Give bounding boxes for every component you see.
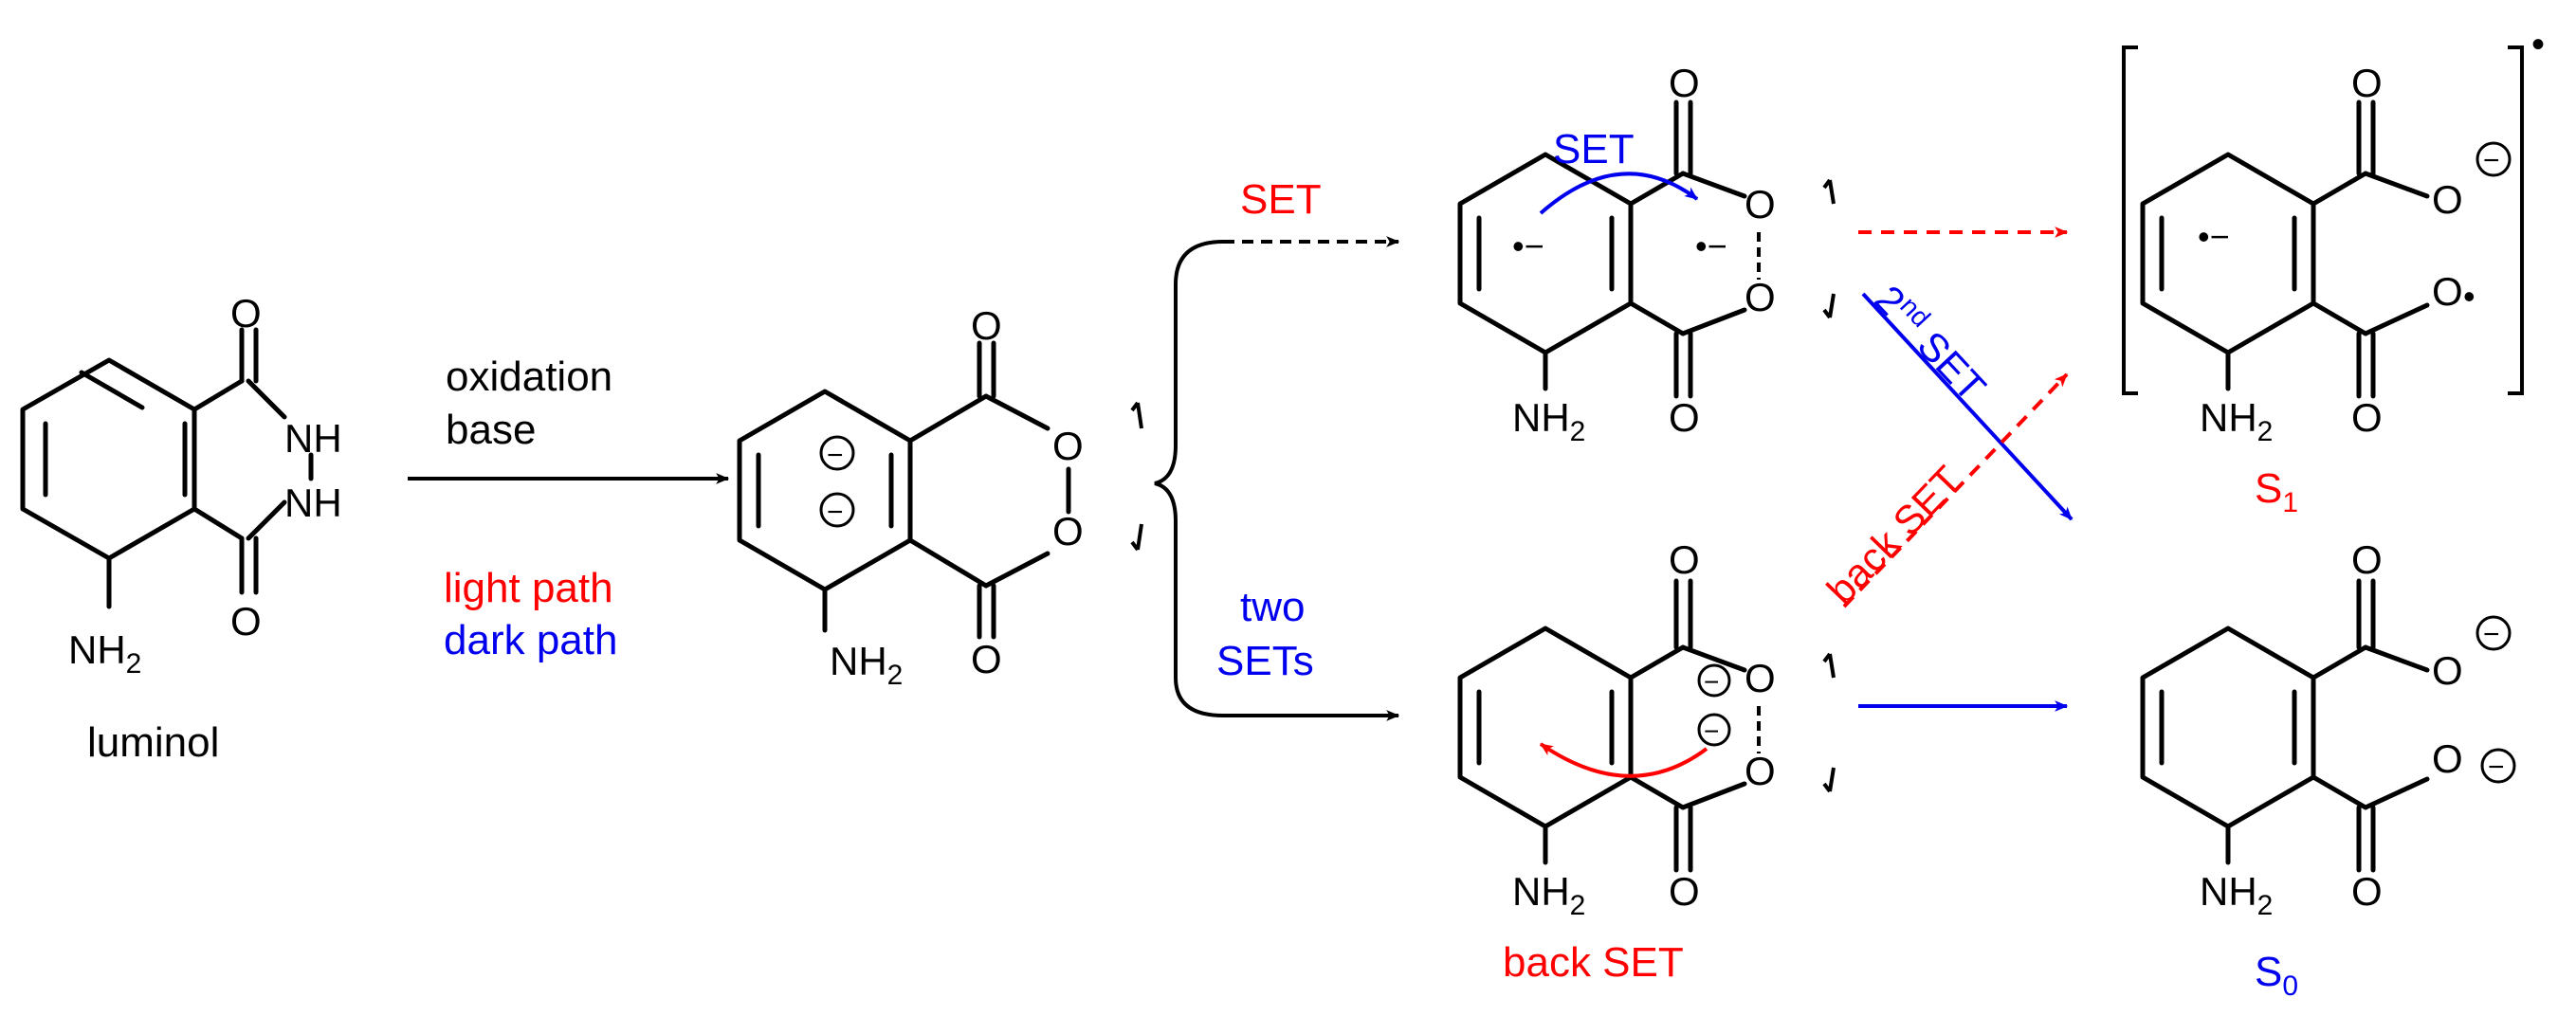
dianion-nh2: NH2 (830, 639, 903, 691)
back-set-minus-2: − (1704, 717, 1719, 746)
back-set-flicks (1822, 652, 1836, 793)
s0-o-anion-1: O (2432, 648, 2463, 693)
s0-minus-2: − (2488, 752, 2505, 783)
base-label: base (446, 407, 536, 453)
back-set-charges (1697, 663, 1731, 747)
radical-o-top: O (1669, 61, 1700, 105)
light-path-label: light path (444, 565, 613, 611)
s1-o-bottom: O (2351, 395, 2383, 440)
back-set-atoms: − − O O O O NH2 (1512, 537, 1776, 921)
s0-charges (2476, 615, 2516, 784)
set-arc-label: SET (1553, 126, 1635, 172)
radical-intermediate (1457, 100, 1747, 399)
dianion-o-ring-2: O (1052, 509, 1084, 553)
oxidation-label: oxidation (446, 354, 612, 400)
back-set-curved-arrow (1539, 742, 1708, 778)
radical-o-ring-1: O (1745, 182, 1776, 227)
s1-atoms: O O − O • O NH2 •− (2198, 61, 2500, 447)
dianion-o-bottom: O (971, 637, 1002, 681)
back-set-nh2: NH2 (1512, 869, 1585, 921)
luminol-nh2: NH2 (68, 627, 141, 680)
sets-label: SETs (1216, 638, 1314, 684)
back-set-o-ring-2: O (1745, 749, 1776, 793)
s0-label: S0 (2255, 949, 2298, 1002)
second-set-arrow (1861, 292, 2074, 521)
s1-structure (2140, 100, 2430, 399)
s1-o-dot: • (2463, 277, 2476, 316)
dianion-flicks (1130, 401, 1143, 552)
luminol-structure (20, 327, 314, 609)
luminol-o-bottom: O (230, 599, 262, 644)
luminol-nh-upper: NH (284, 416, 342, 461)
dianion-o-top: O (971, 303, 1002, 348)
radical-o-ring-2: O (1745, 275, 1776, 319)
s1-o-top: O (2351, 61, 2383, 105)
set-curved-arrow (1539, 172, 1699, 215)
s0-atoms: O O − O − O NH2 (2200, 537, 2505, 921)
s1-o-anion: O (2432, 177, 2463, 222)
radical-flicks (1822, 178, 1836, 319)
second-set-label: 2nd SET (1866, 275, 1996, 409)
dianion-charges (819, 435, 855, 528)
back-set-o-top: O (1669, 537, 1700, 582)
s1-o-radical: O (2432, 269, 2463, 314)
luminol-label: luminol (87, 719, 219, 766)
back-set-intermediate (1457, 578, 1747, 873)
s1-label: S1 (2255, 465, 2298, 518)
radical-nh2: NH2 (1512, 395, 1585, 447)
dianion-minus-1: − (827, 440, 844, 471)
s0-o-anion-2: O (2432, 736, 2463, 781)
s1-minus: − (2483, 145, 2500, 176)
s0-nh2: NH2 (2200, 869, 2273, 921)
radical-atoms: O O O O NH2 •− •− (1512, 61, 1776, 447)
radical-o-bottom: O (1669, 395, 1700, 440)
dark-path-label: dark path (444, 617, 617, 663)
dianion-o-ring-1: O (1052, 424, 1084, 468)
back-set-o-ring-1: O (1745, 656, 1776, 700)
s0-o-bottom: O (2351, 869, 2383, 914)
s0-minus-1: − (2483, 619, 2500, 650)
two-label: two (1240, 584, 1305, 630)
back-set-dashed-arrow (1842, 372, 2069, 608)
s1-charge (2476, 141, 2512, 177)
s0-structure (2140, 578, 2430, 873)
s1-nh2: NH2 (2200, 395, 2273, 447)
back-set-o-bottom: O (1669, 869, 1700, 914)
dianion-atoms: − − O O O O NH2 (827, 303, 1084, 691)
radical-ring-anion: •− (1512, 227, 1544, 265)
dianion-structure (737, 340, 1071, 640)
luminol-atoms: O NH NH O NH2 (68, 291, 342, 680)
s0-o-top: O (2351, 537, 2383, 582)
s1-ring-anion: •− (2198, 217, 2230, 256)
s1-bracket (2122, 45, 2524, 395)
radical-o-anion: •− (1695, 227, 1727, 265)
back-set-bottom-label: back SET (1503, 939, 1684, 986)
back-set-diag-label: back SET (1818, 458, 1970, 613)
branch-brace (1154, 240, 1224, 717)
set-top-label: SET (1240, 176, 1322, 223)
luminol-nh-lower: NH (284, 481, 342, 525)
dianion-minus-2: − (827, 497, 844, 528)
luminol-o-top: O (230, 291, 262, 336)
back-set-minus-1: − (1704, 667, 1719, 697)
s1-bracket-radical: • (2531, 24, 2545, 65)
